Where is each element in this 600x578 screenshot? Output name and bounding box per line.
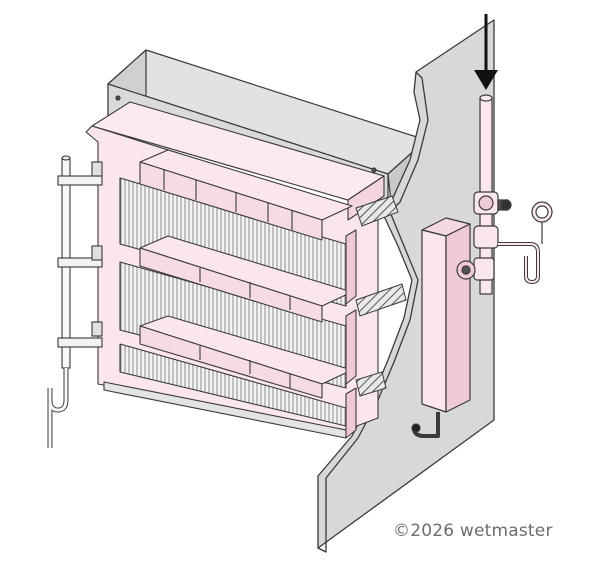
wall xyxy=(317,19,495,553)
hoses xyxy=(355,195,407,397)
steam-flow-arrow xyxy=(474,14,498,90)
humidifier-unit xyxy=(85,101,385,439)
copyright-text: ©2026 wetmaster xyxy=(393,521,553,541)
left-manifold xyxy=(47,155,103,448)
steam-supply-line xyxy=(456,94,553,295)
